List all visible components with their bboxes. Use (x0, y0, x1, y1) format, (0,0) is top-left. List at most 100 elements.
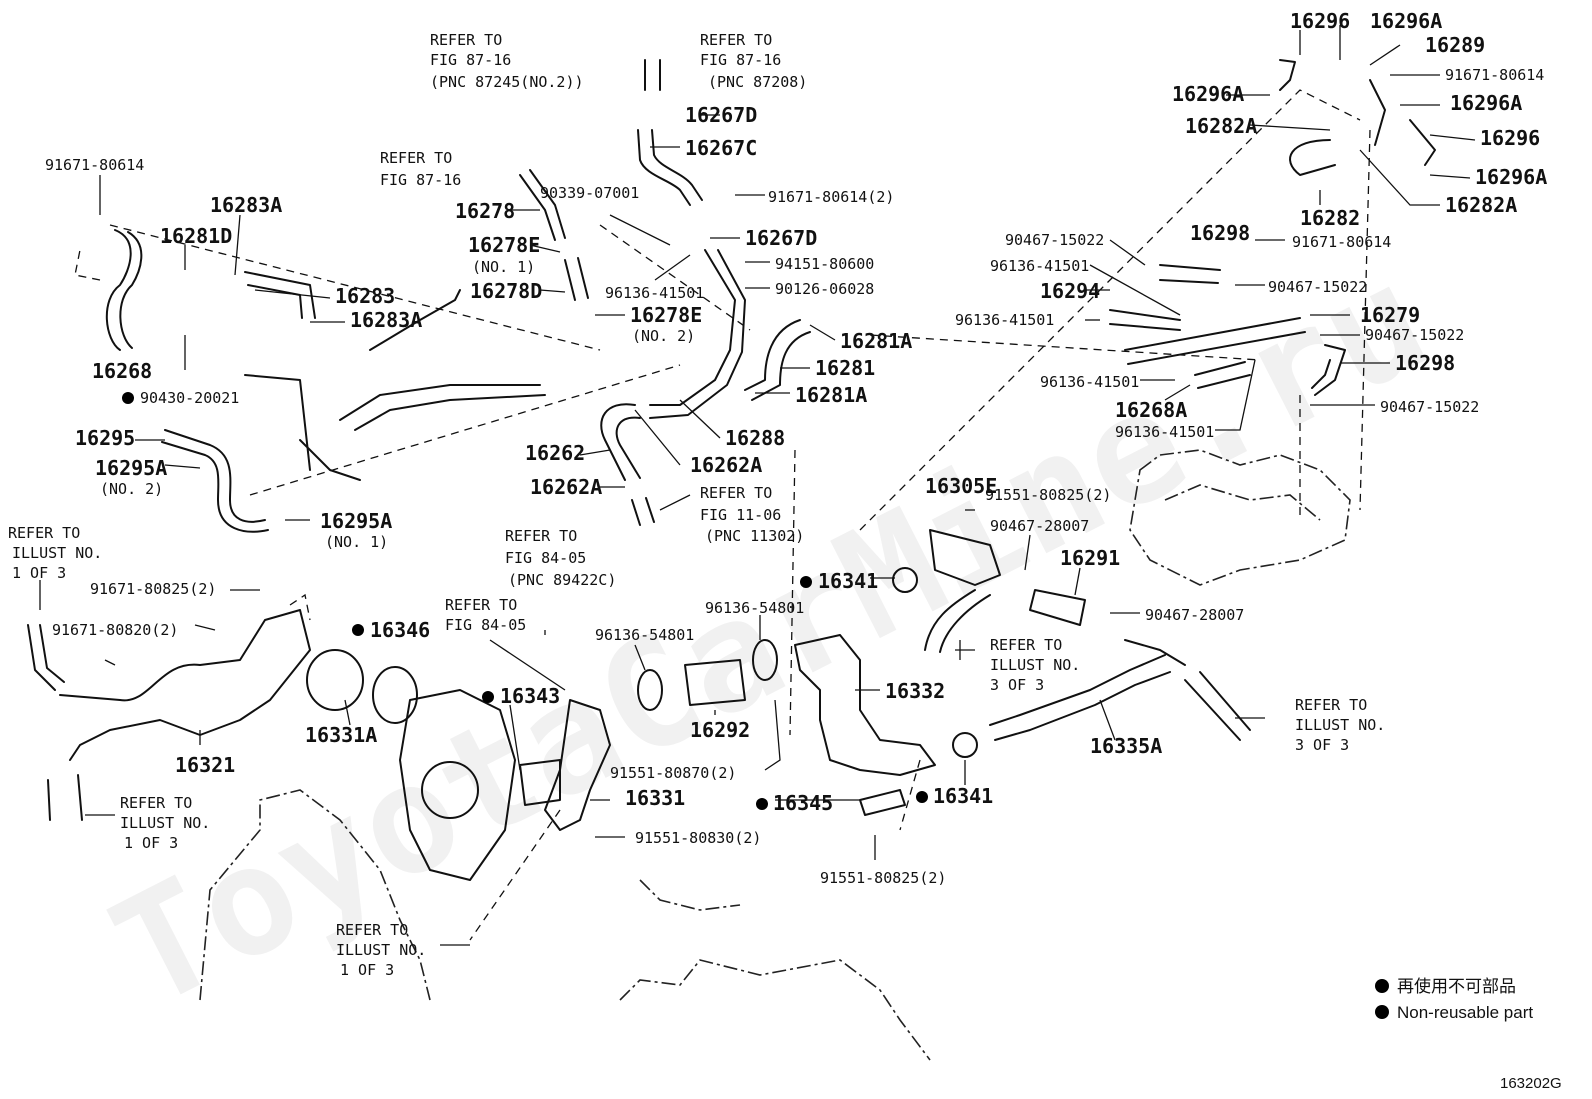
hose-16294-16279 (1109, 264, 1306, 389)
refer-line-1: REFER TO (700, 484, 772, 502)
part-label: 16321 (175, 753, 235, 777)
refer-line-1: REFER TO (336, 921, 408, 939)
part-label: 16288 (725, 426, 785, 450)
part-labels: 16296 16296A 16289 91671-80614 16296A 16… (45, 9, 1547, 887)
part-label: (NO. 1) (325, 533, 388, 551)
part-label: 16305E (925, 474, 997, 498)
part-label: 16267C (685, 136, 757, 160)
part-label: 16295A (320, 509, 392, 533)
part-label: 16296A (1475, 165, 1547, 189)
engine-outline-bottom (199, 789, 931, 1061)
part-label: 91671-80614(2) (768, 188, 894, 206)
part-label: 16281A (795, 383, 867, 407)
part-label: 16268A (1115, 398, 1187, 422)
refer-line-1: REFER TO (445, 596, 517, 614)
refer-line-1: REFER TO (8, 524, 80, 542)
part-label: 16262A (530, 475, 602, 499)
refer-line-1: REFER TO (430, 31, 502, 49)
hose-16291 (1029, 589, 1086, 626)
hose-16295 (161, 429, 269, 533)
engine-outline-right (1129, 449, 1351, 586)
part-label: 16278E (468, 233, 540, 257)
legend-dot-icon (1375, 979, 1389, 993)
part-label: 16262A (690, 453, 762, 477)
watermark-text: ToyotaCarMine.ru (87, 231, 1453, 1042)
part-label: 16282A (1185, 114, 1257, 138)
part-label: 16278 (455, 199, 515, 223)
refer-line-1: REFER TO (990, 636, 1062, 654)
refer-line-3: (PNC 11302) (705, 527, 804, 545)
part-label: 16298 (1190, 221, 1250, 245)
refer-line-2: FIG 87-16 (700, 51, 781, 69)
refer-line-2: FIG 11-06 (700, 506, 781, 524)
figure-code: 163202G (1500, 1075, 1562, 1092)
gasket-16341 (892, 567, 978, 758)
part-label: 16283 (335, 284, 395, 308)
refer-line-2: ILLUST NO. (12, 544, 102, 562)
refer-note-illust-1of3-left-mid: REFER TO ILLUST NO. 1 OF 3 (120, 794, 210, 852)
refer-note-fig87-16: REFER TO FIG 87-16 (380, 149, 461, 189)
part-label: 90467-15022 (1005, 231, 1104, 249)
refer-line-3: 1 OF 3 (340, 961, 394, 979)
reference-dashed-lines (74, 89, 1371, 941)
part-label: 16278D (470, 279, 542, 303)
part-label: (NO. 1) (472, 258, 535, 276)
part-label: 16292 (690, 718, 750, 742)
outlet-16305E (924, 529, 1001, 653)
non-reusable-dot (122, 392, 134, 404)
legend-text-cn: 再使用不可部品 (1397, 976, 1516, 996)
part-label: 96136-41501 (605, 284, 704, 302)
refer-line-2: FIG 87-16 (380, 171, 461, 189)
part-label: 16281D (160, 224, 232, 248)
gasket-16345 (859, 789, 906, 816)
part-label: 16296A (1370, 9, 1442, 33)
refer-line-3: (PNC 87245(NO.2)) (430, 73, 584, 91)
legend-text-en: Non-reusable part (1397, 1003, 1533, 1022)
refer-line-3: 1 OF 3 (124, 834, 178, 852)
part-label: 16296A (1450, 91, 1522, 115)
part-label: 91671-80614 (1445, 66, 1544, 84)
refer-note-fig87-16-pnc87208: REFER TO FIG 87-16 (PNC 87208) (700, 31, 807, 91)
part-label: 90430-20021 (140, 389, 239, 407)
part-label: 91671-80614 (1292, 233, 1391, 251)
part-label: 16345 (773, 791, 833, 815)
refer-line-3: 1 OF 3 (12, 564, 66, 582)
part-label: 16295 (75, 426, 135, 450)
legend: 再使用不可部品 Non-reusable part (1375, 976, 1533, 1022)
hose-16281 (744, 319, 811, 401)
part-label: 91551-80870(2) (610, 764, 736, 782)
part-label: 16331A (305, 723, 377, 747)
hose-16282-group (1279, 59, 1436, 176)
hose-16262 (600, 403, 655, 526)
hose-16292 (637, 639, 778, 711)
part-label: 90467-15022 (1365, 326, 1464, 344)
thermostat-16331A (306, 649, 418, 724)
part-label: 91671-80825(2) (90, 580, 216, 598)
part-label: 91551-80825(2) (820, 869, 946, 887)
legend-dot-icon (1375, 1005, 1389, 1019)
part-label: 90339-07001 (540, 184, 639, 202)
part-label: 16283A (210, 193, 282, 217)
part-label: 94151-80600 (775, 255, 874, 273)
part-label: 16296 (1480, 126, 1540, 150)
hose-16298-right (1311, 344, 1346, 396)
part-label: 96136-54801 (705, 599, 804, 617)
part-label: 16335A (1090, 734, 1162, 758)
part-label: 16282 (1300, 206, 1360, 230)
refer-note-fig87-16-pnc87245: REFER TO FIG 87-16 (PNC 87245(NO.2)) (430, 31, 584, 91)
non-reusable-dot (916, 791, 928, 803)
inlet-16331 (519, 699, 611, 831)
part-label: 96136-54801 (595, 626, 694, 644)
part-label: 96136-41501 (1040, 373, 1139, 391)
refer-line-2: ILLUST NO. (120, 814, 210, 832)
part-label: 96136-41501 (1115, 423, 1214, 441)
part-label: 16281 (815, 356, 875, 380)
part-label: 16296A (1172, 82, 1244, 106)
refer-line-2: FIG 87-16 (430, 51, 511, 69)
part-label: 91551-80825(2) (985, 486, 1111, 504)
leader-lines (39, 25, 1476, 946)
refer-line-1: REFER TO (505, 527, 577, 545)
water-pump (399, 689, 516, 881)
non-reusable-dot (352, 624, 364, 636)
